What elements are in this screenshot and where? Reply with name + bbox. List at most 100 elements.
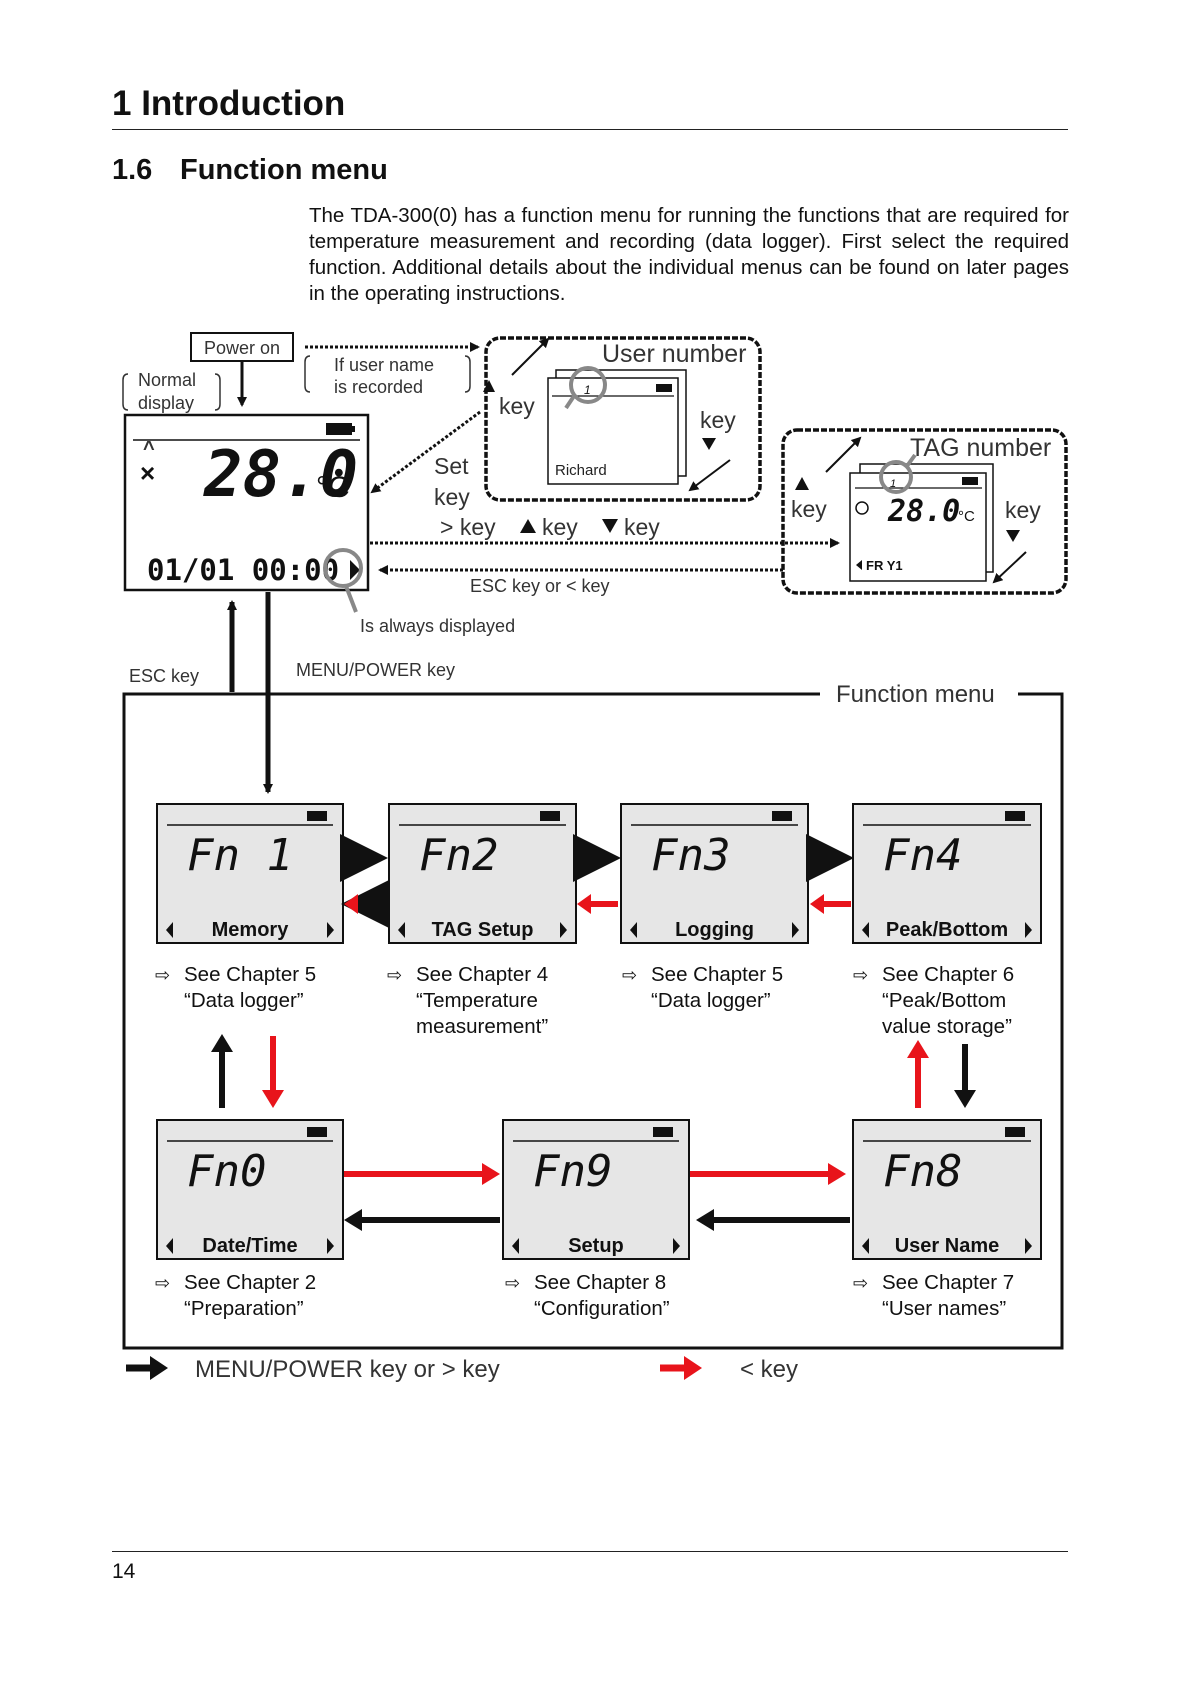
user-id: 1 [584, 383, 591, 397]
fn-battery-icon [653, 1127, 673, 1137]
right-arrow-icon [350, 560, 360, 580]
user-magnifier-icon [569, 366, 607, 404]
fn-screen [156, 1119, 344, 1260]
function-menu-frame [122, 692, 1064, 1350]
fn-label: Date/Time [202, 1235, 297, 1257]
arrow-fn8-fn9-head [696, 1209, 714, 1231]
normal-display-label-2: display [138, 393, 194, 413]
fn-label: Logging [675, 919, 754, 941]
battery-icon [326, 423, 352, 435]
fn-screen [156, 803, 344, 944]
tag-name: FR Y1 [866, 558, 903, 573]
fn-code: Fn 1 [187, 830, 293, 881]
fn-battery-icon [1005, 1127, 1025, 1137]
reference-line: “Peak/Bottom [882, 989, 1007, 1012]
intro-paragraph: The TDA-300(0) has a function menu for r… [309, 204, 1069, 305]
arrow-fn0-fn1-head [211, 1034, 233, 1052]
user-name-value: Richard [555, 462, 607, 479]
page-number: 14 [112, 1560, 136, 1583]
reference-arrow-icon: ⇨ [853, 965, 869, 985]
fn-label: Memory [212, 919, 290, 941]
bracket-left [122, 373, 129, 411]
tag-number-panel [781, 428, 1068, 595]
section-number: 1.6 [112, 154, 153, 186]
user-name-note: If user name [334, 355, 434, 375]
chapter-title: 1 Introduction [112, 84, 346, 123]
reference-line: See Chapter 4 [416, 963, 549, 986]
esc-or-left-label: ESC key or < key [470, 576, 610, 596]
menu-power-label: MENU/POWER key [296, 660, 455, 680]
fn-left-arrow-icon [512, 1238, 519, 1254]
note-bracket-left [304, 355, 311, 393]
reference-line: See Chapter 5 [651, 963, 784, 986]
arrow-fn9-fn0-head [344, 1209, 362, 1231]
arrow-fn0-fn9-head [482, 1163, 500, 1185]
reference-arrow-icon: ⇨ [853, 1273, 869, 1293]
fn-label: Peak/Bottom [886, 919, 1008, 941]
fn-screen [852, 803, 1042, 944]
down-key-label: key [624, 514, 660, 540]
fn-left-arrow-icon [398, 922, 405, 938]
fn-label: TAG Setup [432, 919, 534, 941]
fn-battery-icon [540, 811, 560, 821]
set-key-label-2: key [434, 484, 470, 510]
reference-arrow-icon: ⇨ [387, 965, 403, 985]
fn-screen [388, 803, 577, 944]
battery-tip [352, 426, 355, 432]
tag-arrow-up [825, 436, 862, 473]
fn-display-0: Fn 1 Memory [156, 803, 344, 944]
magnifier-icon [323, 548, 363, 588]
red-head-3 [810, 894, 824, 914]
reference-line: See Chapter 2 [184, 1271, 317, 1294]
fn-label: Setup [568, 1235, 624, 1257]
magnifier-handle [344, 585, 358, 613]
reference-text: See Chapter 8“Configuration” [534, 1270, 670, 1322]
tag-card-front [849, 472, 987, 582]
arrow-fn8-fn4-head [907, 1040, 929, 1058]
reference-line: measurement” [416, 1015, 549, 1038]
arrow-fn4-fn8-head [954, 1090, 976, 1108]
main-temperature: 28.0 [203, 438, 358, 512]
user-key-left-label: key [499, 393, 535, 419]
user-arrow-down [688, 459, 731, 492]
legend-red-arrow-head [684, 1356, 702, 1380]
reference-line: “Data logger” [184, 989, 304, 1012]
user-name-note-2: is recorded [334, 377, 423, 397]
tag-left-arrow-icon [856, 560, 862, 570]
main-unit: °C [316, 471, 350, 504]
tag-magnifier-icon [879, 460, 913, 494]
reference-text: See Chapter 6 “Peak/Bottom value storage” [882, 962, 1014, 1040]
down-key-icon [602, 519, 618, 533]
power-on-label: Power on [204, 338, 280, 358]
reference-line: value storage” [882, 1015, 1012, 1038]
fn-code: Fn3 [651, 830, 730, 881]
arrow-fn1-fn0-head [262, 1090, 284, 1108]
reference-text: See Chapter 2 “Preparation” [184, 1270, 316, 1322]
red-head-1 [344, 894, 358, 914]
gt-key-label: > key [440, 514, 496, 540]
always-displayed-label: Is always displayed [360, 616, 515, 636]
user-magnifier-handle [564, 394, 576, 410]
fn-battery-icon [307, 811, 327, 821]
tag-circle-icon [855, 501, 869, 515]
fn-right-arrow-icon [673, 1238, 680, 1254]
tag-magnifier-handle [905, 453, 917, 468]
user-battery-icon [656, 384, 672, 392]
reference-arrow-icon: ⇨ [505, 1273, 521, 1293]
normal-display-label: Normal [138, 370, 196, 390]
reference-line: “Preparation” [184, 1297, 304, 1320]
tag-id: 1 [890, 478, 896, 490]
fn-right-arrow-icon [327, 1238, 334, 1254]
fn-battery-icon [772, 811, 792, 821]
reference-line: See Chapter 6 [882, 963, 1015, 986]
reference-line: “Configuration” [534, 1297, 670, 1320]
reference-line: See Chapter 5 [184, 963, 317, 986]
fn-battery-icon [1005, 811, 1025, 821]
section-title: Function menu [180, 154, 388, 186]
row1-arrows [340, 834, 854, 928]
